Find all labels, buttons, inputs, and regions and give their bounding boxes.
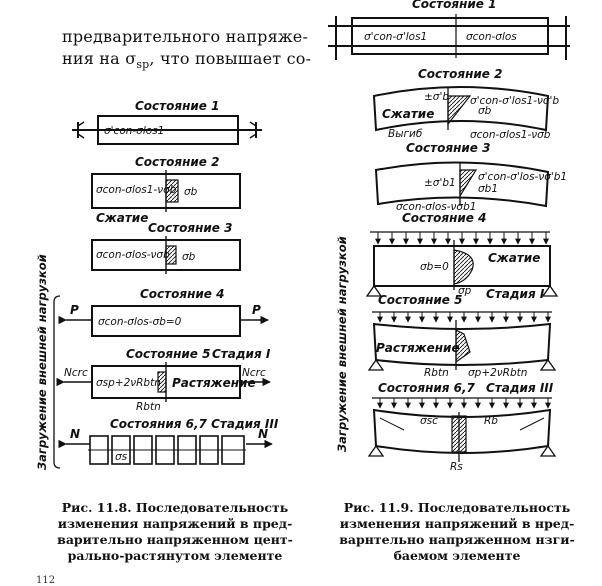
f9-state1-element xyxy=(328,14,570,60)
f9-state5-rbtn: Rbtn xyxy=(424,367,449,379)
f8-force-p-left: P xyxy=(70,303,79,317)
f9-state3-bottom: σcon-σlos-νσb1 xyxy=(396,201,476,213)
f8-state1-label: σ'con-σlos1 xyxy=(104,125,164,137)
f8-ncrc-right: Ncrc xyxy=(242,367,266,379)
f9-stage3-label: Стадия III xyxy=(486,381,554,395)
f8-state4-label: σcon-σlos-σb=0 xyxy=(98,316,182,328)
f9-state2-bend: Выгиб xyxy=(388,128,423,140)
figure-11-9: Состояние 1 σ'con-σ'los1 σcon-σlos Состо… xyxy=(328,0,570,473)
f8-state5-title: Состояние 5 xyxy=(126,347,210,361)
f9-state5-title: Состояние 5 xyxy=(378,293,462,307)
f9-state4-title: Состояние 4 xyxy=(402,211,486,225)
f9-state3-top: σ'con-σ'los-νσ'b1 xyxy=(478,171,567,183)
page-number: 112 xyxy=(36,575,56,586)
f9-state4-sp: σp xyxy=(458,285,472,297)
f8-state3-label-left: σcon-σlos-νσb xyxy=(96,249,170,261)
f8-state3-label-right: σb xyxy=(182,251,196,263)
f9-state5-sp: σp+2νRbtn xyxy=(468,367,527,379)
f8-state1-title: Состояние 1 xyxy=(135,99,219,113)
f8-state3-element xyxy=(91,236,241,274)
f9-stage1-label: Стадия I xyxy=(486,287,545,301)
f8-stage1-label: Стадия I xyxy=(212,347,271,361)
caption-right-line-1: Рис. 11.9. Последовательность xyxy=(343,500,571,515)
f8-force-n-right: N xyxy=(258,427,268,441)
f8-state4-element xyxy=(58,305,269,337)
f9-state3-element xyxy=(374,161,550,208)
f8-side-bracket xyxy=(53,295,61,469)
figure-11-8: Состояние 1 σ'con-σlos1 Состояние 2 σcon… xyxy=(35,99,279,470)
f8-tension-label: Растяжение xyxy=(172,376,256,390)
intro-paragraph: предварительного напряже- ния на σsp, чт… xyxy=(62,26,312,76)
intro-line-2: ния на σsp, что повышает со- xyxy=(62,49,312,72)
f9-state67-title: Состояния 6,7 xyxy=(378,381,476,395)
f8-state3-title: Состояние 3 xyxy=(148,221,232,235)
f9-state2-sigb: σb xyxy=(478,105,492,117)
f9-state2-top: σ'con-σ'los1-νσ'b xyxy=(470,95,559,107)
f9-state2-compression: Сжатие xyxy=(382,107,434,121)
f9-state4-compression: Сжатие xyxy=(488,251,540,265)
f9-state2-b: ±σ'b xyxy=(424,91,449,103)
f9-state4-b: σb=0 xyxy=(420,261,449,273)
f8-side-label: Загружение внешней нагрузкой xyxy=(35,254,49,470)
f9-state3-title: Состояние 3 xyxy=(406,141,490,155)
caption-left-line-2: изменения напряжений в пред- xyxy=(57,516,293,531)
f9-state3-sigb: σb1 xyxy=(478,183,498,195)
f8-state2-label-left: σcon-σlos1-νσb xyxy=(96,184,177,196)
f9-state4-element xyxy=(365,231,559,297)
f8-state2-title: Состояние 2 xyxy=(135,155,219,169)
caption-left-line-3: варительно напряженном цент- xyxy=(57,532,293,547)
figure-11-8-caption: Рис. 11.8. Последовательность изменения … xyxy=(30,500,320,564)
caption-right-line-3: варнтельно напряженном нзги- xyxy=(339,532,575,547)
f8-sigma-s-label: σs xyxy=(115,451,128,463)
f8-state5-label-left: σsp+2νRbtn xyxy=(96,377,161,389)
f9-state67-element xyxy=(367,397,557,462)
f9-state2-title: Состояние 2 xyxy=(418,67,502,81)
caption-left-line-4: рально-растянутом элементе xyxy=(67,548,283,563)
f9-state1-right: σcon-σlos xyxy=(466,31,517,43)
f8-state2-element xyxy=(91,170,241,212)
f9-side-label: Загружение внешней нагрузкой xyxy=(335,236,349,452)
f9-tension-label: Растяжение xyxy=(376,341,460,355)
f9-state2-bottom: σcon-σlos1-νσb xyxy=(470,129,551,141)
figure-11-9-caption: Рис. 11.9. Последовательность изменения … xyxy=(312,500,602,564)
f9-state5-element xyxy=(367,311,557,371)
f9-state3-b: ±σ'b1 xyxy=(424,177,456,189)
intro-line-1: предварительного напряже- xyxy=(62,27,309,46)
f9-state1-title: Состояние 1 xyxy=(412,0,496,11)
f8-compression-label: Сжатие xyxy=(96,211,148,225)
f8-ncrc-left: Ncrc xyxy=(64,367,88,379)
f9-rb: Rb xyxy=(484,415,498,427)
f8-state1-element xyxy=(72,115,262,145)
f8-state67-element xyxy=(58,435,273,465)
f9-sigma-sc: σsc xyxy=(420,415,438,427)
f9-state1-left: σ'con-σ'los1 xyxy=(364,31,427,43)
f8-state2-label-right: σb xyxy=(184,186,198,198)
f8-rbtn-label: Rbtn xyxy=(136,401,161,413)
caption-left-line-1: Рис. 11.8. Последовательность xyxy=(61,500,289,515)
f9-state2-element xyxy=(372,86,550,132)
f8-force-p-right: P xyxy=(252,303,261,317)
f8-state67-title: Состояния 6,7 Стадия III xyxy=(110,417,279,431)
f8-state5-element xyxy=(56,362,271,402)
caption-right-line-4: баемом элементе xyxy=(393,548,521,563)
caption-right-line-2: изменения напряжений в нред- xyxy=(339,516,575,531)
f8-state4-title: Состояние 4 xyxy=(140,287,224,301)
f9-rs: Rs xyxy=(450,461,463,473)
f8-force-n-left: N xyxy=(70,427,80,441)
